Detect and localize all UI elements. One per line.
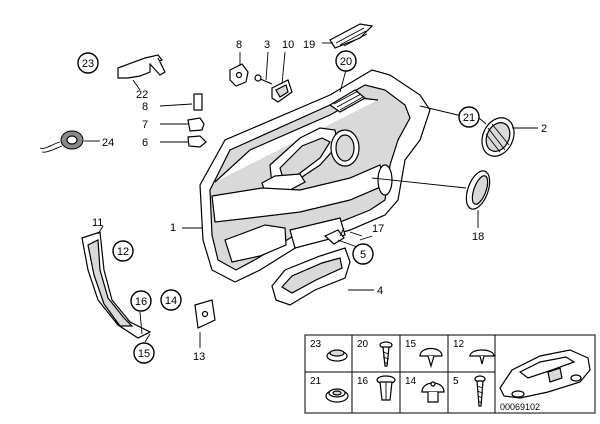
- legend-label-12: 12: [453, 339, 465, 350]
- svg-text:23: 23: [82, 58, 94, 70]
- callout-16: 16: [130, 290, 152, 312]
- callout-14: 14: [160, 289, 182, 311]
- svg-text:24: 24: [102, 137, 114, 149]
- legend-label-23: 23: [310, 339, 322, 350]
- svg-text:5: 5: [360, 249, 366, 261]
- legend-label-21: 21: [310, 376, 322, 387]
- legend-label-16: 16: [357, 376, 369, 387]
- callout-12: 12: [112, 240, 134, 262]
- door-trim-panel: [199, 69, 431, 283]
- bracket: [117, 54, 166, 79]
- callout-7: 7: [142, 119, 148, 131]
- tweeter-speaker: [39, 130, 84, 153]
- svg-text:13: 13: [193, 351, 205, 363]
- svg-text:12: 12: [117, 246, 129, 258]
- callout-2: 2: [541, 123, 547, 135]
- svg-text:18: 18: [472, 231, 484, 243]
- callout-13: 13: [193, 351, 205, 363]
- callout-1: 1: [170, 222, 176, 234]
- car-location-icon: [499, 349, 591, 399]
- clip-8: [193, 93, 203, 111]
- tweeter-cover: [481, 117, 515, 157]
- upper-grille: [329, 23, 374, 49]
- svg-text:16: 16: [135, 296, 147, 308]
- svg-text:2: 2: [541, 123, 547, 135]
- svg-text:1: 1: [170, 222, 176, 234]
- legend-grid: 23 20 15 12 21 16 14 5: [304, 334, 596, 414]
- panel-screw-icon: [474, 375, 486, 407]
- callout-23: 23: [77, 52, 99, 74]
- diagram-code: 00069102: [500, 402, 540, 412]
- speaker-cover: [465, 170, 491, 210]
- leader-lines: [84, 42, 538, 348]
- grommet-icon: [326, 349, 348, 362]
- push-clip-icon: [419, 347, 443, 369]
- callout-5: 5: [352, 243, 374, 265]
- svg-text:22: 22: [136, 89, 148, 101]
- map-pocket: [271, 247, 351, 306]
- svg-text:8: 8: [236, 39, 242, 51]
- svg-text:11: 11: [92, 217, 103, 229]
- svg-text:20: 20: [340, 56, 352, 68]
- callout-6: 6: [142, 137, 148, 149]
- clip-6: [187, 135, 207, 148]
- mounting-plate: [194, 299, 216, 329]
- callout-4: 4: [377, 285, 383, 297]
- callout-3: 3: [264, 39, 270, 51]
- callout-20: 20: [335, 50, 357, 72]
- screw-3: [254, 74, 273, 85]
- callout-21: 21: [458, 106, 480, 128]
- clip-7: [187, 117, 205, 132]
- mushroom-clip-icon: [421, 381, 445, 403]
- svg-text:4: 4: [377, 285, 383, 297]
- svg-text:14: 14: [165, 295, 177, 307]
- callout-17: 17: [372, 223, 384, 235]
- callout-8-clip: 8: [142, 101, 148, 113]
- svg-text:3: 3: [264, 39, 270, 51]
- callout-24: 24: [102, 137, 114, 149]
- retainer-icon: [469, 349, 495, 365]
- svg-text:6: 6: [142, 137, 148, 149]
- grommet-ring-icon: [325, 388, 349, 403]
- handle-insert: [271, 79, 293, 103]
- expanding-rivet-icon: [376, 375, 396, 401]
- legend-label-5: 5: [453, 376, 459, 387]
- svg-text:8: 8: [142, 101, 148, 113]
- callout-15: 15: [133, 342, 155, 364]
- legend-label-14: 14: [405, 376, 417, 387]
- callout-19: 19: [303, 39, 315, 51]
- legend-label-20: 20: [357, 339, 369, 350]
- svg-text:19: 19: [303, 39, 315, 51]
- legend-label-15: 15: [405, 339, 417, 350]
- screw-icon: [379, 341, 393, 367]
- side-trim: [81, 231, 152, 339]
- callout-8-bracket: 8: [236, 39, 242, 51]
- callout-22: 22: [136, 89, 148, 101]
- svg-text:7: 7: [142, 119, 148, 131]
- svg-text:10: 10: [282, 39, 294, 51]
- callout-10: 10: [282, 39, 294, 51]
- callout-18: 18: [472, 231, 484, 243]
- door-lock-bracket: [229, 63, 249, 87]
- svg-text:21: 21: [463, 112, 475, 124]
- svg-text:15: 15: [138, 348, 150, 360]
- svg-text:17: 17: [372, 223, 384, 235]
- callout-11: 11: [92, 217, 103, 229]
